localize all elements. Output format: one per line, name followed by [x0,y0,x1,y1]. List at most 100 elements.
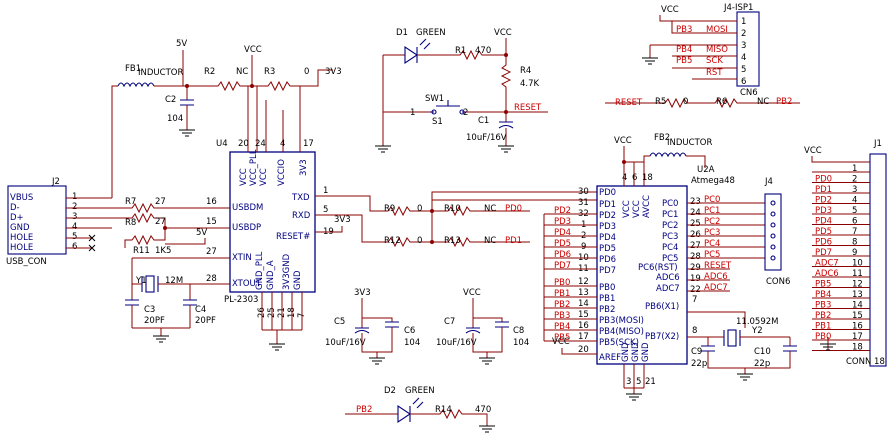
u2a-num-12: 12 [578,277,589,287]
net-vcc-j1: VCC [804,146,822,156]
c6-ref: C6 [404,326,415,336]
u2a-pin-pc2: PC2 [662,221,678,231]
u2a-num-29: 29 [690,263,701,273]
crystal-y2-section: 11.0592M Y2 C9 22p C10 22p [687,311,797,381]
r14-value: 470 [475,405,491,415]
j1-pin-number: 4 [852,196,857,206]
isp-mosi: MOSI [706,25,728,35]
u2a-num-20: 20 [578,345,589,355]
y2-value: 11.0592M [736,317,778,327]
u2a-pin-pc4: PC4 [662,243,678,253]
j1-pin-number: 9 [852,248,857,258]
r8-value: 27 [155,217,166,227]
c3-value: 20PF [144,316,165,326]
u2a-num-24: 24 [690,208,701,218]
j2-num-4: 4 [72,222,77,232]
u4-part: PL-2303 [224,295,258,305]
u4-num-28: 28 [206,274,217,284]
u2a-num-13: 13 [578,288,589,298]
r10-ref: R10 [444,204,461,214]
r2-value: NC [236,67,248,77]
r2-ref: R2 [204,67,215,77]
u2a-net-pd7: PD7 [554,261,571,271]
u2a-pin-pb7x2: PB7(X2) [645,332,679,342]
isp-ref: J4-ISP1 [723,3,753,13]
u4-pin-usbdp: USBDP [232,223,261,233]
r5-value: 0 [683,97,688,107]
r3-ref: R3 [264,67,275,77]
fb2-value: INDUCTOR [667,138,712,148]
reset-circuit: D1 GREEN R1 470 VCC R4 4.7K 1 SW1 S1 2 R… [375,28,548,153]
j2-num-2: 2 [72,202,77,212]
signal-pb2-r6: PB2 [776,97,792,107]
u2a-net-pd2: PD2 [554,206,571,216]
r3-value: 0 [304,67,309,77]
j1-net-label: PD1 [815,185,832,195]
u2a-num-22: 22 [690,285,701,295]
u2a-net-pb4: PB4 [554,322,570,332]
j1-net-label: PD5 [815,227,832,237]
u2a-pin-pd1: PD1 [599,200,616,210]
u2a-net-pd5: PD5 [554,239,571,249]
u2a-pin-pd0: PD0 [599,188,616,198]
u4-pin-3v3gnd: 3V3GND [282,253,292,290]
u2a-bot-num-5: 5 [636,377,641,387]
u2a-num-27: 27 [690,241,701,251]
u2a-top-num-18: 18 [642,173,653,183]
j1-pin-number: 3 [852,185,857,195]
c5-ref: C5 [334,317,345,327]
j1-net-label: ADC6 [815,269,839,279]
j1-net-label: PB0 [815,332,831,342]
u2a-num-14: 14 [578,299,589,309]
u2a-pin-pd5: PD5 [599,244,616,254]
r7-value: 27 [155,197,166,207]
u2a-net-reset: RESET [704,261,732,271]
u2a-pin-vcc-a: VCC [622,200,632,218]
isp-num-5: 5 [741,65,746,75]
j1-net-label: PD7 [815,248,832,258]
r11-value: 1K5 [155,246,171,256]
j4-header: J4 CON6 [764,177,790,287]
y1-value: 12M [165,276,183,286]
c9-ref: C9 [691,347,702,357]
j1-net-label: PB1 [815,322,831,332]
j1-net-label: PB5 [815,280,831,290]
isp-rst: RST [706,68,723,78]
u4-pin-txd: TXD [291,193,310,203]
u2a-pin-vcc-b: VCC [632,200,642,218]
r6-ref: R6 [716,97,727,107]
u2a-num-25: 25 [690,219,701,229]
u2a-num-23: 23 [690,197,701,207]
c8-value: 104 [513,338,529,348]
u4-pin-vcc-b: VCC [259,168,269,186]
isp-miso: MISO [706,45,728,55]
c10-value: 22p [754,359,770,369]
u4-pin-gndpll: GND_PLL [255,251,265,290]
j1-conn18-header: J1 CONN 18 VCC 12PD03PD14PD25PD36PD47PD5… [804,139,887,367]
u2a-pin-pb4miso: PB4(MISO) [599,327,644,337]
fb1-value: INDUCTOR [138,68,183,78]
j1-pin-number: 17 [852,332,863,342]
net-3v3-c5: 3V3 [354,288,371,298]
decoupling-caps: 3V3 C5 10uF/16V C6 104 VCC C7 10uF/16V C… [325,288,529,365]
u2a-pin-aref: AREF [599,353,621,363]
u2a-bot-num-21: 21 [645,377,656,387]
j1-net-label: PD6 [815,238,832,248]
isp-conn: CN6 [740,88,758,98]
u2a-ref: U2A [697,165,715,175]
u2a-net-pc4: PC4 [704,239,720,249]
j1-net-label: PD0 [815,175,832,185]
u4-pin-usbdm: USBDM [232,203,263,213]
j1-net-label: PD3 [815,206,832,216]
j4-ref: J4 [764,177,773,187]
r10-value: NC [484,204,496,214]
j1-pin-number: 15 [852,311,863,321]
signal-reset-top: RESET [514,103,542,113]
u4-ref: U4 [216,139,228,149]
u2a-net-pc2: PC2 [704,217,720,227]
isp-pb4: PB4 [676,45,692,55]
reset-pb2-link: RESET R5 0 R6 NC PB2 [605,97,800,109]
u2a-pin-pc0: PC0 [662,199,678,209]
u4-pin-reset: RESET# [276,232,310,242]
